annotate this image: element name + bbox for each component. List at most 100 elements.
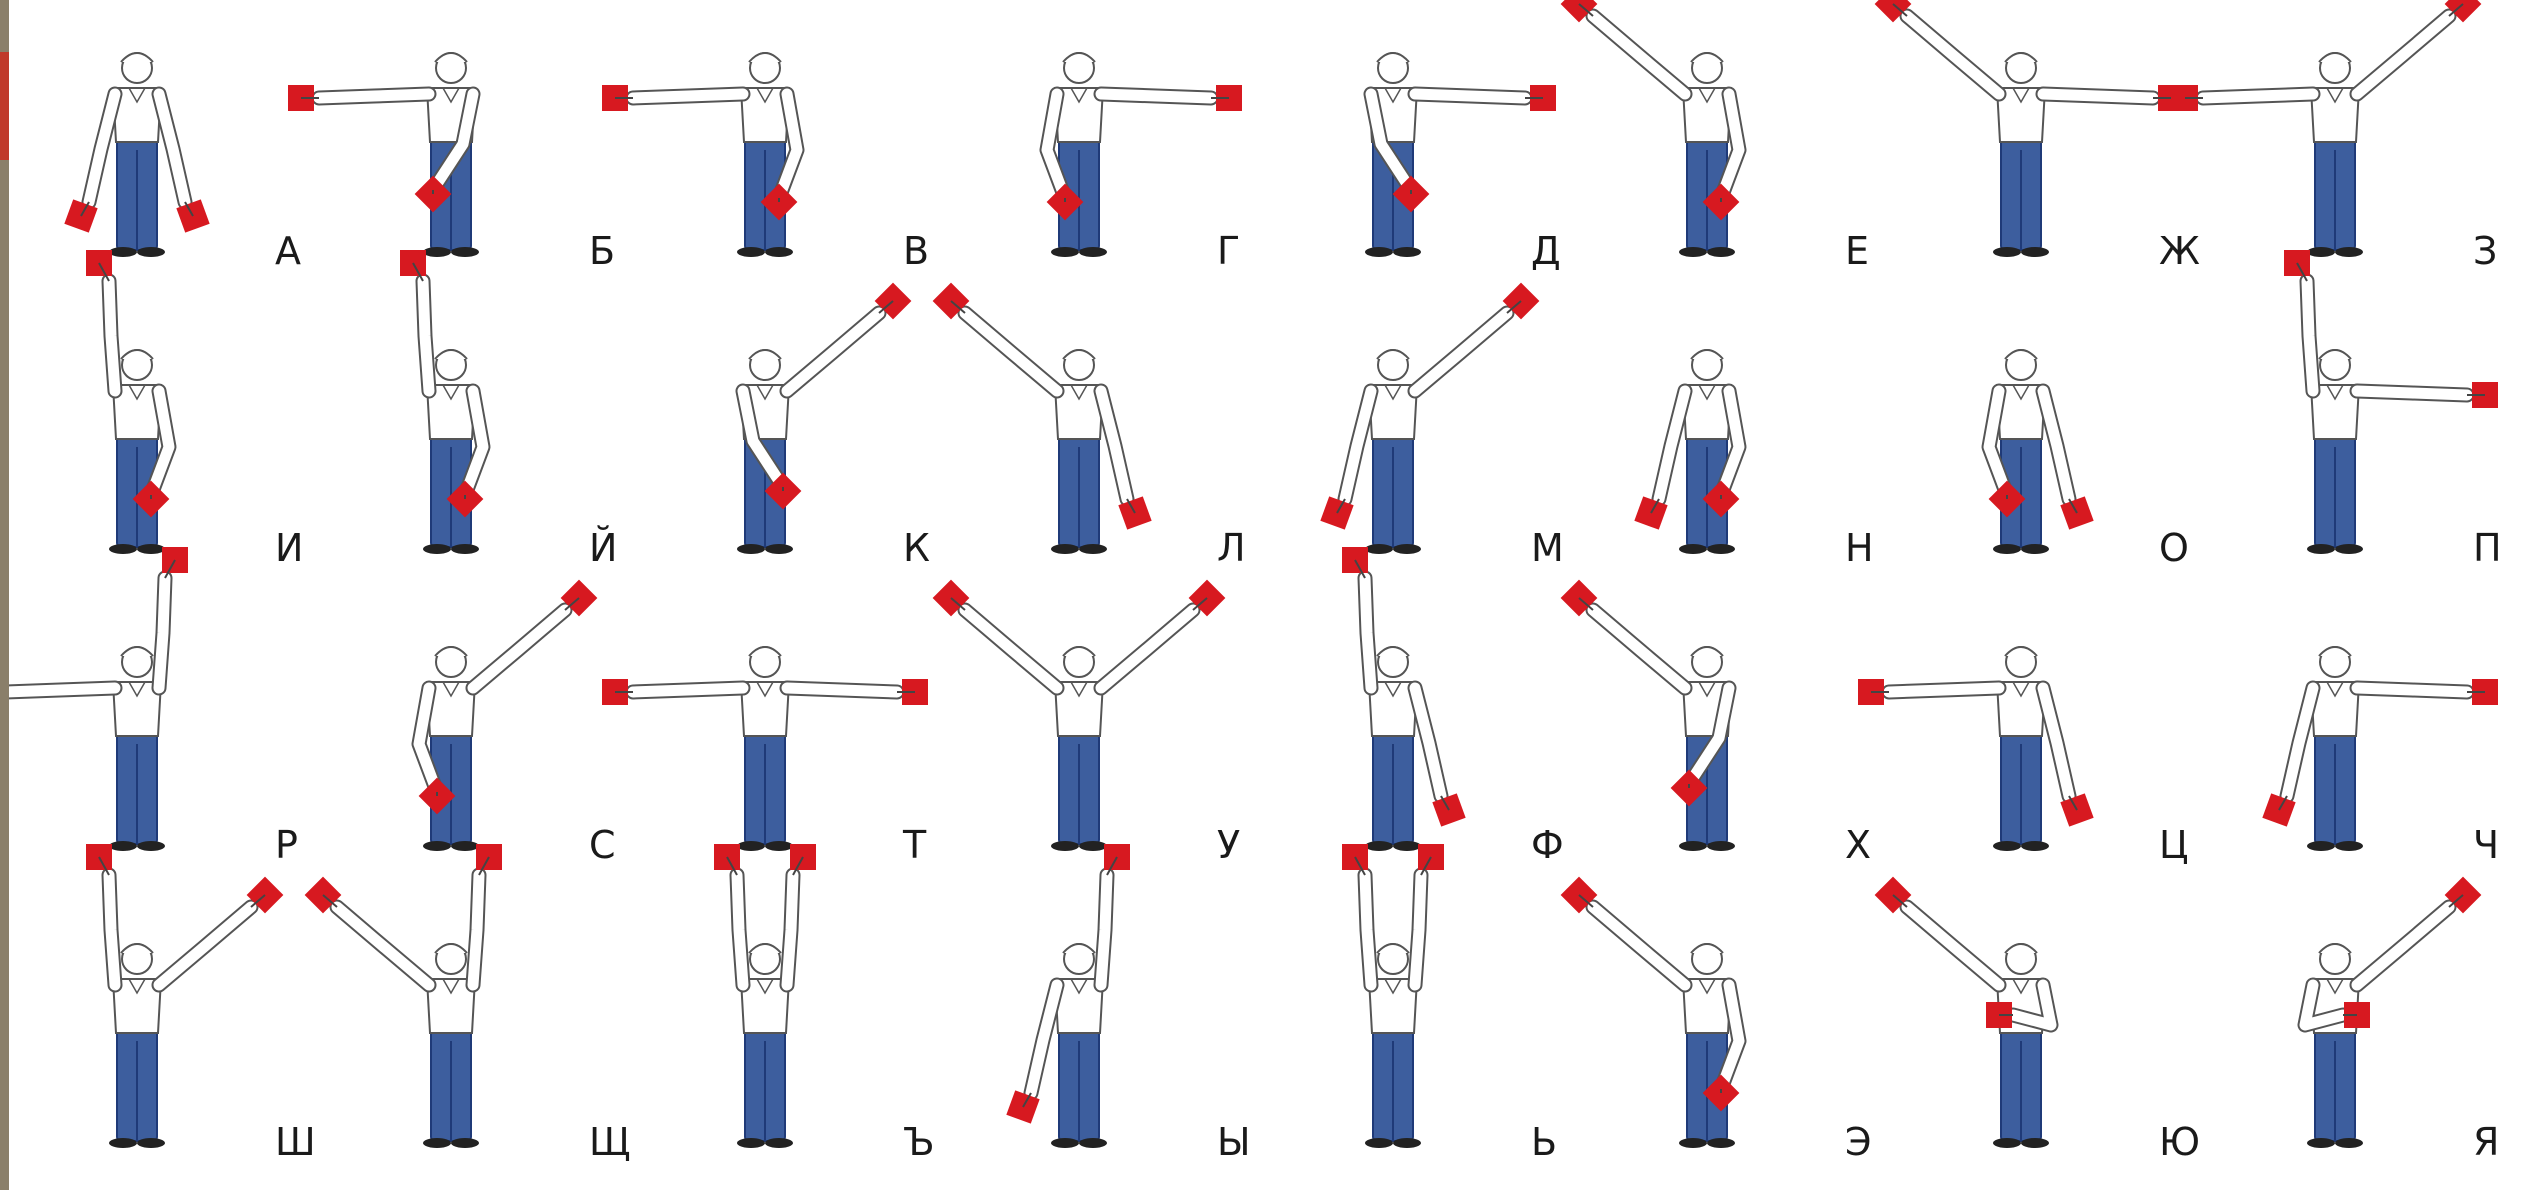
cap [1063,53,1095,62]
letter-label: Ы [1217,1123,1251,1161]
shoe [1365,1138,1393,1148]
shoe [1707,247,1735,257]
cap [2005,944,2037,953]
cap [435,647,467,656]
letter-label: Ю [2159,1123,2200,1161]
cap [1063,647,1095,656]
letter-label: Е [1845,232,1869,270]
shoe [1707,544,1735,554]
cap [1691,53,1723,62]
semaphore-figure-18 [419,580,598,851]
letter-label: Я [2473,1123,2499,1161]
shoe [2307,841,2335,851]
letter-label: Д [1531,232,1561,270]
shoe [2021,841,2049,851]
letter-label: У [1217,826,1240,864]
semaphore-figures [9,0,2524,1190]
letter-label: О [2159,529,2189,567]
shoe [1679,247,1707,257]
cap [1063,944,1095,953]
shoe [1365,544,1393,554]
cap [749,944,781,953]
letter-label: Ч [2473,826,2499,864]
semaphore-figure-7 [1875,0,2184,257]
shoe [1079,841,1107,851]
shoe [137,247,165,257]
shoe [451,247,479,257]
shoe [765,544,793,554]
shoe [1393,1138,1421,1148]
letter-label: И [275,529,303,567]
semaphore-figure-22 [1561,580,1735,851]
semaphore-figure-11 [737,283,911,554]
semaphore-figure-5 [1365,53,1556,257]
letter-label: Ж [2159,232,2200,270]
shoe [2307,247,2335,257]
cap [749,350,781,359]
cap [1691,350,1723,359]
shoe [1993,247,2021,257]
shoe [737,1138,765,1148]
semaphore-figure-13 [1320,283,1539,554]
semaphore-figure-10 [400,250,483,554]
shoe [1079,247,1107,257]
cap [2319,350,2351,359]
letter-label: Г [1217,232,1240,270]
cap [2005,647,2037,656]
semaphore-figure-9 [86,250,169,554]
shoe [2335,544,2363,554]
shoe [109,841,137,851]
letter-label: Ъ [903,1123,935,1161]
cap [749,647,781,656]
shoe [1365,841,1393,851]
letter-label: Щ [589,1123,631,1161]
shoe [1365,247,1393,257]
cap [749,53,781,62]
letter-label: Р [275,826,298,864]
shoe [1051,841,1079,851]
letter-label: С [589,826,616,864]
letter-label: Э [1845,1123,1872,1161]
semaphore-figure-28 [1006,844,1130,1148]
shoe [451,841,479,851]
shoe [1707,841,1735,851]
letter-label: К [903,529,930,567]
shoe [1393,841,1421,851]
shoe [737,247,765,257]
semaphore-figure-8 [2172,0,2481,257]
letter-label: Ф [1531,826,1564,864]
cap [1691,647,1723,656]
semaphore-figure-20 [933,580,1226,851]
shoe [1707,1138,1735,1148]
shoe [451,544,479,554]
shoe [109,544,137,554]
shoe [1051,247,1079,257]
semaphore-figure-25 [86,844,283,1148]
shoe [423,841,451,851]
semaphore-figure-14 [1634,350,1739,554]
cap [1691,944,1723,953]
cap [435,944,467,953]
shoe [1079,544,1107,554]
cap [1063,350,1095,359]
shoe [2307,544,2335,554]
shoe [2021,1138,2049,1148]
shoe [1051,1138,1079,1148]
cap [2319,53,2351,62]
side-bar [0,0,9,1190]
semaphore-figure-17 [9,547,188,851]
cap [121,53,153,62]
letter-label: А [275,232,301,270]
shoe [1393,247,1421,257]
letter-label: Ц [2159,826,2189,864]
semaphore-figure-2 [288,53,479,257]
shoe [137,1138,165,1148]
shoe [423,247,451,257]
semaphore-figure-4 [1047,53,1242,257]
semaphore-figure-6 [1561,0,1740,257]
semaphore-figure-23 [1858,647,2094,851]
semaphore-figure-31 [1875,877,2051,1148]
semaphore-figure-26 [305,844,502,1148]
cap [121,944,153,953]
